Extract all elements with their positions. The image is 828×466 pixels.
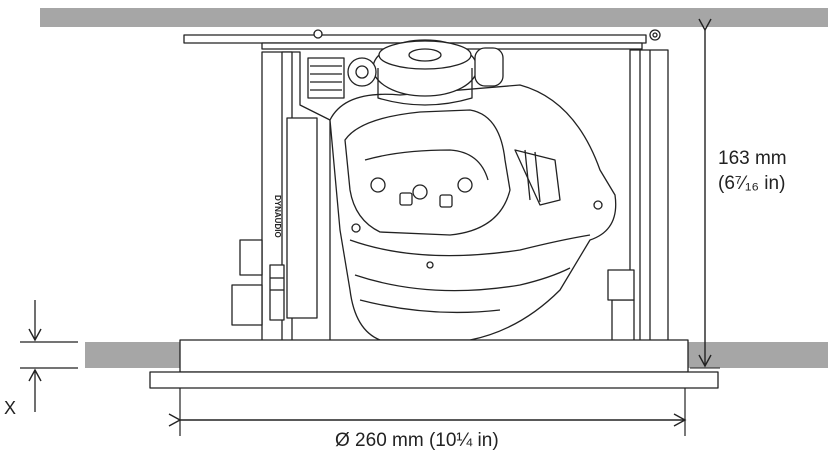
diameter-dimension-label: Ø 260 mm (10¼ in) bbox=[335, 430, 499, 452]
top-ceiling-slab bbox=[40, 8, 828, 27]
height-dimension-label: 163 mm (6⁷⁄₁₆ in) bbox=[718, 146, 787, 196]
x-offset-label: X bbox=[4, 398, 16, 419]
height-imperial: (6⁷⁄₁₆ in) bbox=[718, 171, 787, 196]
x-offset-dimension bbox=[20, 300, 78, 412]
height-metric: 163 mm bbox=[718, 146, 787, 171]
speaker-drawing bbox=[150, 30, 718, 388]
brand-logo: DYNAUDIO bbox=[273, 195, 282, 238]
